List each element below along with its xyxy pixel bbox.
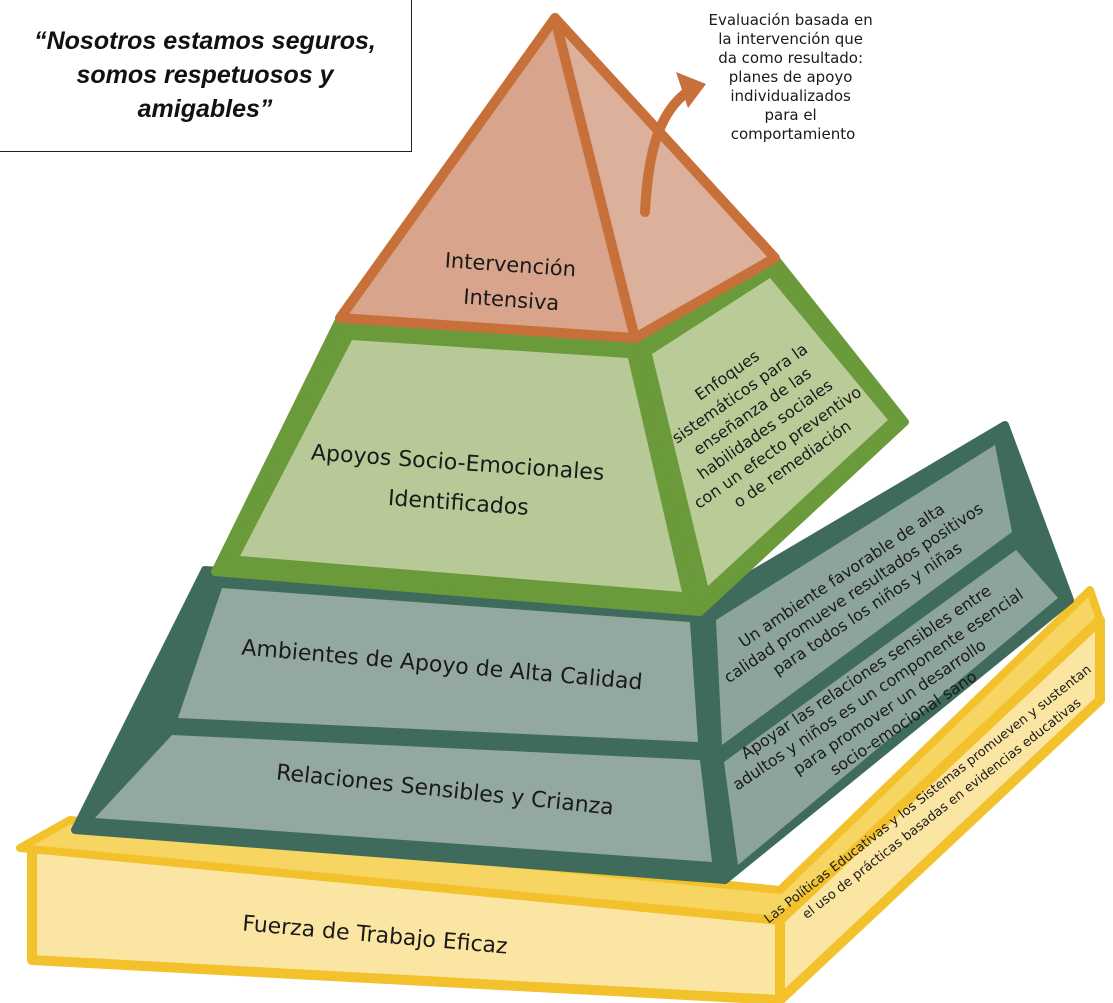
annotation-line: la intervención que — [718, 30, 863, 48]
third-upper-panel — [178, 588, 698, 742]
annotation-line: planes de apoyo — [729, 68, 853, 86]
base-tier — [16, 586, 1105, 1003]
top-side — [550, 13, 780, 343]
annotation-line: individualizados — [730, 87, 851, 105]
annotation-line: comportamiento — [731, 125, 856, 143]
quote-text: “Nosotros estamos seguros, somos respetu… — [34, 27, 376, 123]
second-tier — [211, 254, 909, 616]
third-side-lower — [724, 550, 1058, 865]
annotation-line: da como resultado: — [718, 49, 863, 67]
arrow-icon — [640, 72, 706, 217]
second-side-panel — [652, 278, 888, 586]
top-tier — [335, 13, 780, 343]
annotation-text: Evaluación basada en la intervención que… — [709, 11, 878, 143]
second-tier-side-text: Enfoques sistemáticos para la enseñanza … — [640, 307, 882, 530]
third-side-upper — [716, 445, 1012, 745]
third-tier — [71, 421, 1074, 884]
third-lower-panel — [95, 735, 712, 862]
annotation-line: Evaluación basada en — [709, 11, 873, 29]
base-side — [775, 615, 1105, 1003]
quote-box: “Nosotros estamos seguros, somos respetu… — [0, 0, 412, 152]
second-front-panel — [240, 340, 682, 592]
annotation-line: para el — [764, 106, 816, 124]
